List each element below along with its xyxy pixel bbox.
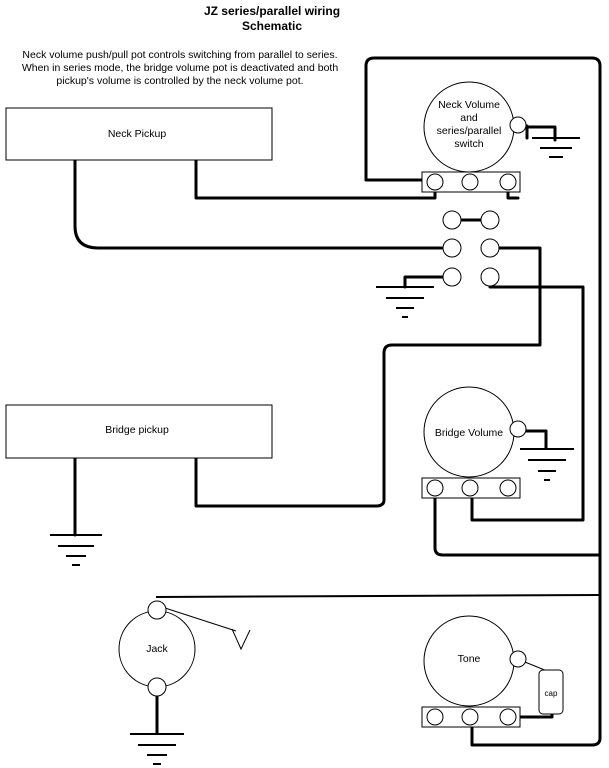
wire-switch-to-bridge-pickup <box>194 246 542 508</box>
tone-pot: Tone <box>421 615 527 728</box>
wire-neck-pickup-to-switch <box>73 158 454 250</box>
neck-pickup <box>5 107 273 161</box>
capacitor-label: cap <box>545 689 558 698</box>
capacitor: cap <box>538 669 564 715</box>
neck-pot-label-4: switch <box>454 138 483 150</box>
ground-symbol-bridge-pickup <box>50 534 102 566</box>
neck-pot-wiper-lug <box>509 116 527 134</box>
bridge-pot-label: Bridge Volume <box>435 427 503 439</box>
diagram-title-line1: JZ series/parallel wiring <box>204 4 340 18</box>
jack-label: Jack <box>146 643 168 655</box>
wires <box>73 56 602 747</box>
neck-pot-label-3: series/parallel <box>437 125 502 137</box>
neck-pot-label-2: and <box>460 112 478 124</box>
ground-symbol-neck-pot <box>532 137 580 158</box>
ground-symbol-bridge-pot <box>520 448 574 481</box>
bridge-pickup <box>5 404 273 459</box>
tone-pot-label: Tone <box>458 653 481 665</box>
wire-switch-to-ground <box>403 275 454 289</box>
ground-symbol-jack <box>130 733 184 765</box>
neck-pickup-label: Neck Pickup <box>108 128 167 140</box>
note-line-3: pickup's volume is controlled by the nec… <box>56 75 303 87</box>
jack-switch-symbol <box>231 628 251 651</box>
wire-output-loop <box>364 56 602 747</box>
wire-jack-tip-lead <box>164 607 237 632</box>
neck-pot-label-1: Neck Volume <box>438 99 500 111</box>
jack-tip-lug <box>147 600 167 620</box>
wire-bridge-pot-to-ground <box>518 429 548 450</box>
ground-symbol-switch <box>376 286 434 318</box>
wire-switch-to-bridge-lug2 <box>470 285 585 522</box>
bridge-pot-wiper-lug <box>509 420 527 438</box>
note-line-2: When in series mode, the bridge volume p… <box>22 62 339 74</box>
output-jack: Jack <box>118 600 251 697</box>
wire-bridge-lug1-to-output <box>433 486 602 557</box>
diagram-title-line2: Schematic <box>242 19 302 33</box>
tone-pot-wiper-lug <box>509 650 527 668</box>
neck-volume-pot: Neck Volume and series/parallel switch <box>421 81 527 193</box>
jack-sleeve-lug <box>147 677 167 697</box>
bridge-volume-pot: Bridge Volume <box>421 386 527 499</box>
note-line-1: Neck volume push/pull pot controls switc… <box>22 49 337 61</box>
push-pull-switch-lugs <box>442 210 500 287</box>
bridge-pickup-label: Bridge pickup <box>105 424 169 436</box>
wire-jack-tip-to-output <box>155 594 601 598</box>
